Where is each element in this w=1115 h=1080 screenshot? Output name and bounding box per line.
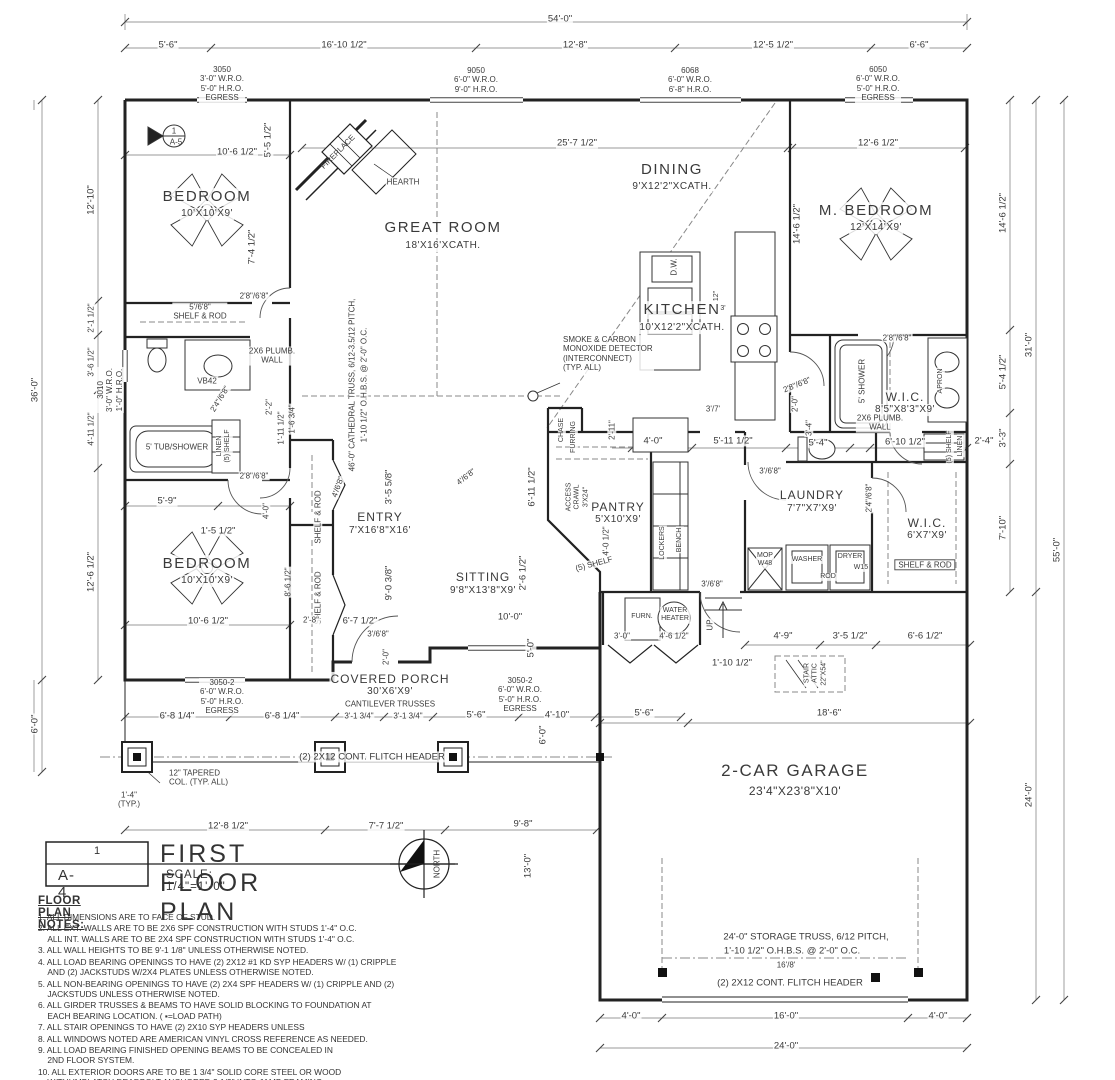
interior-walls xyxy=(125,100,967,680)
double-vanity xyxy=(927,337,968,423)
floor-plan-note: 7. ALL STAIR OPENINGS TO HAVE (2) 2X10 S… xyxy=(38,1022,305,1033)
floor-plan-notes: 1. ALL DIMENSIONS ARE TO FACE OF STUD.2.… xyxy=(38,912,598,1080)
floor-plan-note: 10. ALL EXTERIOR DOORS ARE TO BE 1 3/4" … xyxy=(38,1066,342,1080)
furnace xyxy=(624,597,661,641)
toilet2-bowl xyxy=(808,438,836,460)
plan-scale: SCALE: 1/4"=1'-0" xyxy=(166,869,226,893)
kitchen-sink xyxy=(647,287,693,313)
sheet-id: A-4 xyxy=(58,867,75,901)
floor-plan-note: 1. ALL DIMENSIONS ARE TO FACE OF STUD. xyxy=(38,912,216,922)
floor-plan-note: 5. ALL NON-BEARING OPENINGS TO HAVE (2) … xyxy=(38,978,395,999)
title-block-frame xyxy=(45,841,455,887)
floor-plan-note: 3. ALL WALL HEIGHTS TO BE 9'-1 1/8" UNLE… xyxy=(38,945,309,956)
dishwasher xyxy=(651,255,693,283)
toilet-bowl xyxy=(147,347,167,373)
vanity-sink xyxy=(203,354,233,378)
floor-plan-note: 6. ALL GIRDER TRUSSES & BEAMS TO HAVE SO… xyxy=(38,1000,372,1021)
load-path-square xyxy=(658,968,667,977)
detail-number: 1 xyxy=(93,845,101,857)
toilet2-tank xyxy=(797,436,808,462)
smoke-detector xyxy=(527,390,539,402)
doors xyxy=(227,287,923,663)
floor-plan-note: 8. ALL WINDOWS NOTED ARE AMERICAN VINYL … xyxy=(38,1033,368,1044)
toilet-tank xyxy=(146,338,168,349)
range xyxy=(730,315,778,363)
ceiling-fans xyxy=(170,173,913,605)
notes-title: FLOOR PLAN NOTES: xyxy=(38,895,85,931)
linen2 xyxy=(923,433,965,461)
floor-plan-note: 4. ALL LOAD BEARING OPENINGS TO HAVE (2)… xyxy=(38,956,397,978)
load-path-square xyxy=(596,753,604,761)
floor-plan-note: 9. ALL LOAD BEARING FINISHED OPENING BEA… xyxy=(38,1045,333,1066)
water-heater xyxy=(657,601,691,635)
floor-plan-note: 2. ALL EXT. WALLS ARE TO BE 2X6 SPF CONS… xyxy=(38,923,357,944)
load-path-square xyxy=(871,973,880,982)
page-title: FIRST FLOOR PLAN xyxy=(160,840,262,926)
bench-nook xyxy=(632,417,689,453)
load-path-square xyxy=(914,968,923,977)
fireplace xyxy=(294,118,417,201)
linen-closet xyxy=(211,419,241,474)
